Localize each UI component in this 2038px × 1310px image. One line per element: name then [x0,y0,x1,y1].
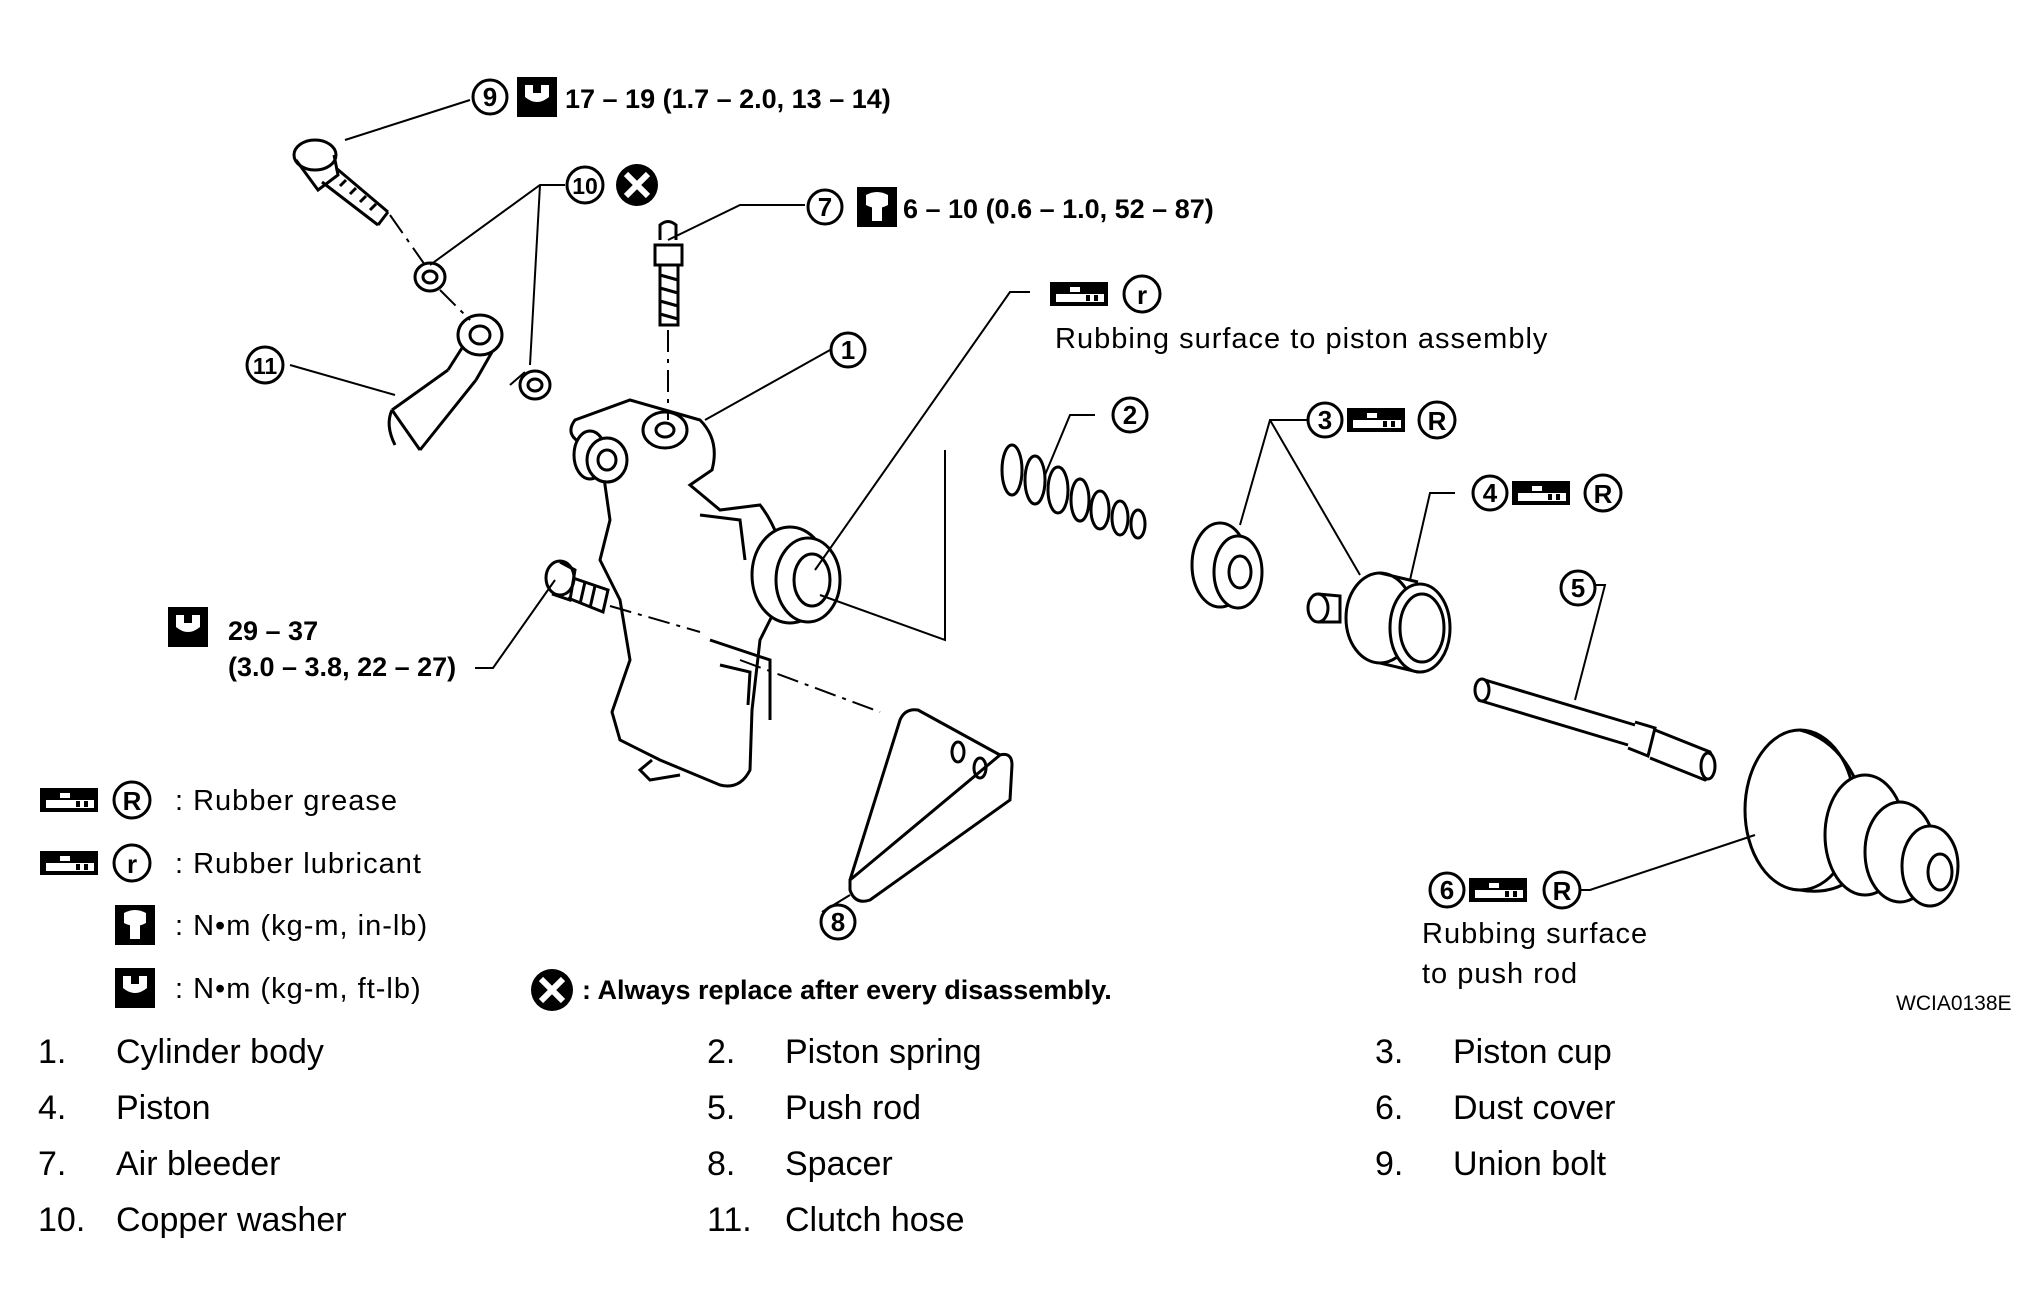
legend-rubber-grease: : Rubber grease [175,785,398,817]
parts-list-item: 8.Spacer [707,1145,893,1183]
svg-text:r: r [127,849,137,879]
mounting-bolt-torque-detail: (3.0 – 3.8, 22 – 27) [228,652,456,682]
parts-list: 1.Cylinder body 2.Piston spring 3.Piston… [0,1025,2038,1265]
parts-list-item: 4.Piston [38,1089,211,1127]
push-rod-drawing [1473,677,1717,782]
callout-3: 3 [1306,401,1344,439]
parts-list-item: 11.Clutch hose [707,1201,965,1239]
svg-text:r: r [1137,280,1147,310]
callout-1: 1 [829,331,867,369]
figure-code: WCIA0138E [1896,992,2012,1015]
grease-gun-icon [1512,481,1570,505]
grease-r-icon: R [112,780,152,820]
push-rod-note-line1: Rubbing surface [1422,918,1648,950]
parts-list-item: 7.Air bleeder [38,1145,281,1183]
callout-10: 10 [565,165,605,205]
spacer-drawing [848,708,1014,903]
callout-8: 8 [819,903,857,941]
legend-nm-ft-lb: : N•m (kg-m, ft-lb) [175,973,422,1005]
callout-6-label: 6 [1440,875,1454,905]
grease-r-icon: R [1417,400,1457,440]
parts-list-item: 10.Copper washer [38,1201,347,1239]
copper-washer-lower [518,369,552,401]
replace-x-icon [531,969,573,1011]
callout-9: 9 [471,78,509,116]
union-bolt-drawing [292,138,390,227]
copper-washer-upper [413,261,447,293]
torque-in-lb-icon [115,905,155,945]
torque-ft-lb-icon [517,77,557,117]
mounting-bolt-torque: 29 – 37 [228,616,318,646]
piston-assembly-note: Rubbing surface to piston assembly [1055,323,1548,355]
callout-2-label: 2 [1123,400,1137,430]
piston-spring-drawing [1000,443,1147,540]
leader-lines [289,99,1756,913]
replace-x-icon [616,164,658,206]
callout-8-label: 8 [831,907,845,937]
callout-3-label: 3 [1318,405,1332,435]
parts-list-item: 3.Piston cup [1375,1033,1612,1071]
mounting-bolt-drawing [544,559,610,615]
air-bleeder-torque: 6 – 10 (0.6 – 1.0, 52 – 87) [903,194,1214,224]
clutch-hose-drawing [387,313,504,451]
callout-5: 5 [1559,569,1597,607]
callout-5-label: 5 [1571,573,1585,603]
piston-drawing [1306,571,1452,674]
lubricant-r-icon: r [1122,274,1162,314]
svg-text:R: R [123,786,142,816]
callout-11-label: 11 [253,353,278,379]
callout-11: 11 [245,345,285,385]
legend: R : Rubber grease r : Rubber lubricant :… [40,780,1112,1011]
grease-r-icon: R [1542,870,1582,910]
parts-list-item: 5.Push rod [707,1089,922,1127]
callout-9-label: 9 [483,82,497,112]
callout-7-label: 7 [818,192,832,222]
svg-text:R: R [1594,479,1613,509]
callout-6: 6 [1428,871,1466,909]
callout-4-label: 4 [1483,478,1498,508]
grease-r-icon: R [1583,473,1623,513]
svg-text:R: R [1428,406,1447,436]
lubricant-r-icon: r [112,843,152,883]
piston-cup-drawing [1190,521,1264,610]
parts-list-item: 6.Dust cover [1375,1089,1616,1127]
assembly-axes [389,214,946,713]
torque-in-lb-icon [857,187,897,227]
grease-gun-icon [1050,282,1108,306]
torque-ft-lb-icon [168,607,208,647]
legend-nm-in-lb: : N•m (kg-m, in-lb) [175,910,428,942]
torque-ft-lb-icon [115,968,155,1008]
legend-always-replace: : Always replace after every disassembly… [582,975,1112,1005]
push-rod-note-line2: to push rod [1422,958,1578,990]
grease-gun-icon [1347,408,1405,432]
grease-gun-icon [1469,878,1527,902]
callout-10-label: 10 [572,173,598,199]
grease-gun-icon [40,851,98,875]
grease-gun-icon [40,788,98,812]
air-bleeder-drawing [653,220,684,327]
cylinder-body-drawing [569,398,842,788]
callout-7: 7 [806,188,844,226]
callout-4: 4 [1471,474,1509,512]
svg-text:R: R [1553,876,1572,906]
legend-rubber-lubricant: : Rubber lubricant [175,848,422,880]
parts-list-item: 1.Cylinder body [38,1033,324,1071]
callout-2: 2 [1111,396,1149,434]
callout-1-label: 1 [841,335,855,365]
parts-list-item: 2.Piston spring [707,1033,982,1071]
dust-cover-drawing [1743,728,1960,908]
union-bolt-torque: 17 – 19 (1.7 – 2.0, 13 – 14) [565,84,891,114]
parts-list-item: 9.Union bolt [1375,1145,1607,1183]
